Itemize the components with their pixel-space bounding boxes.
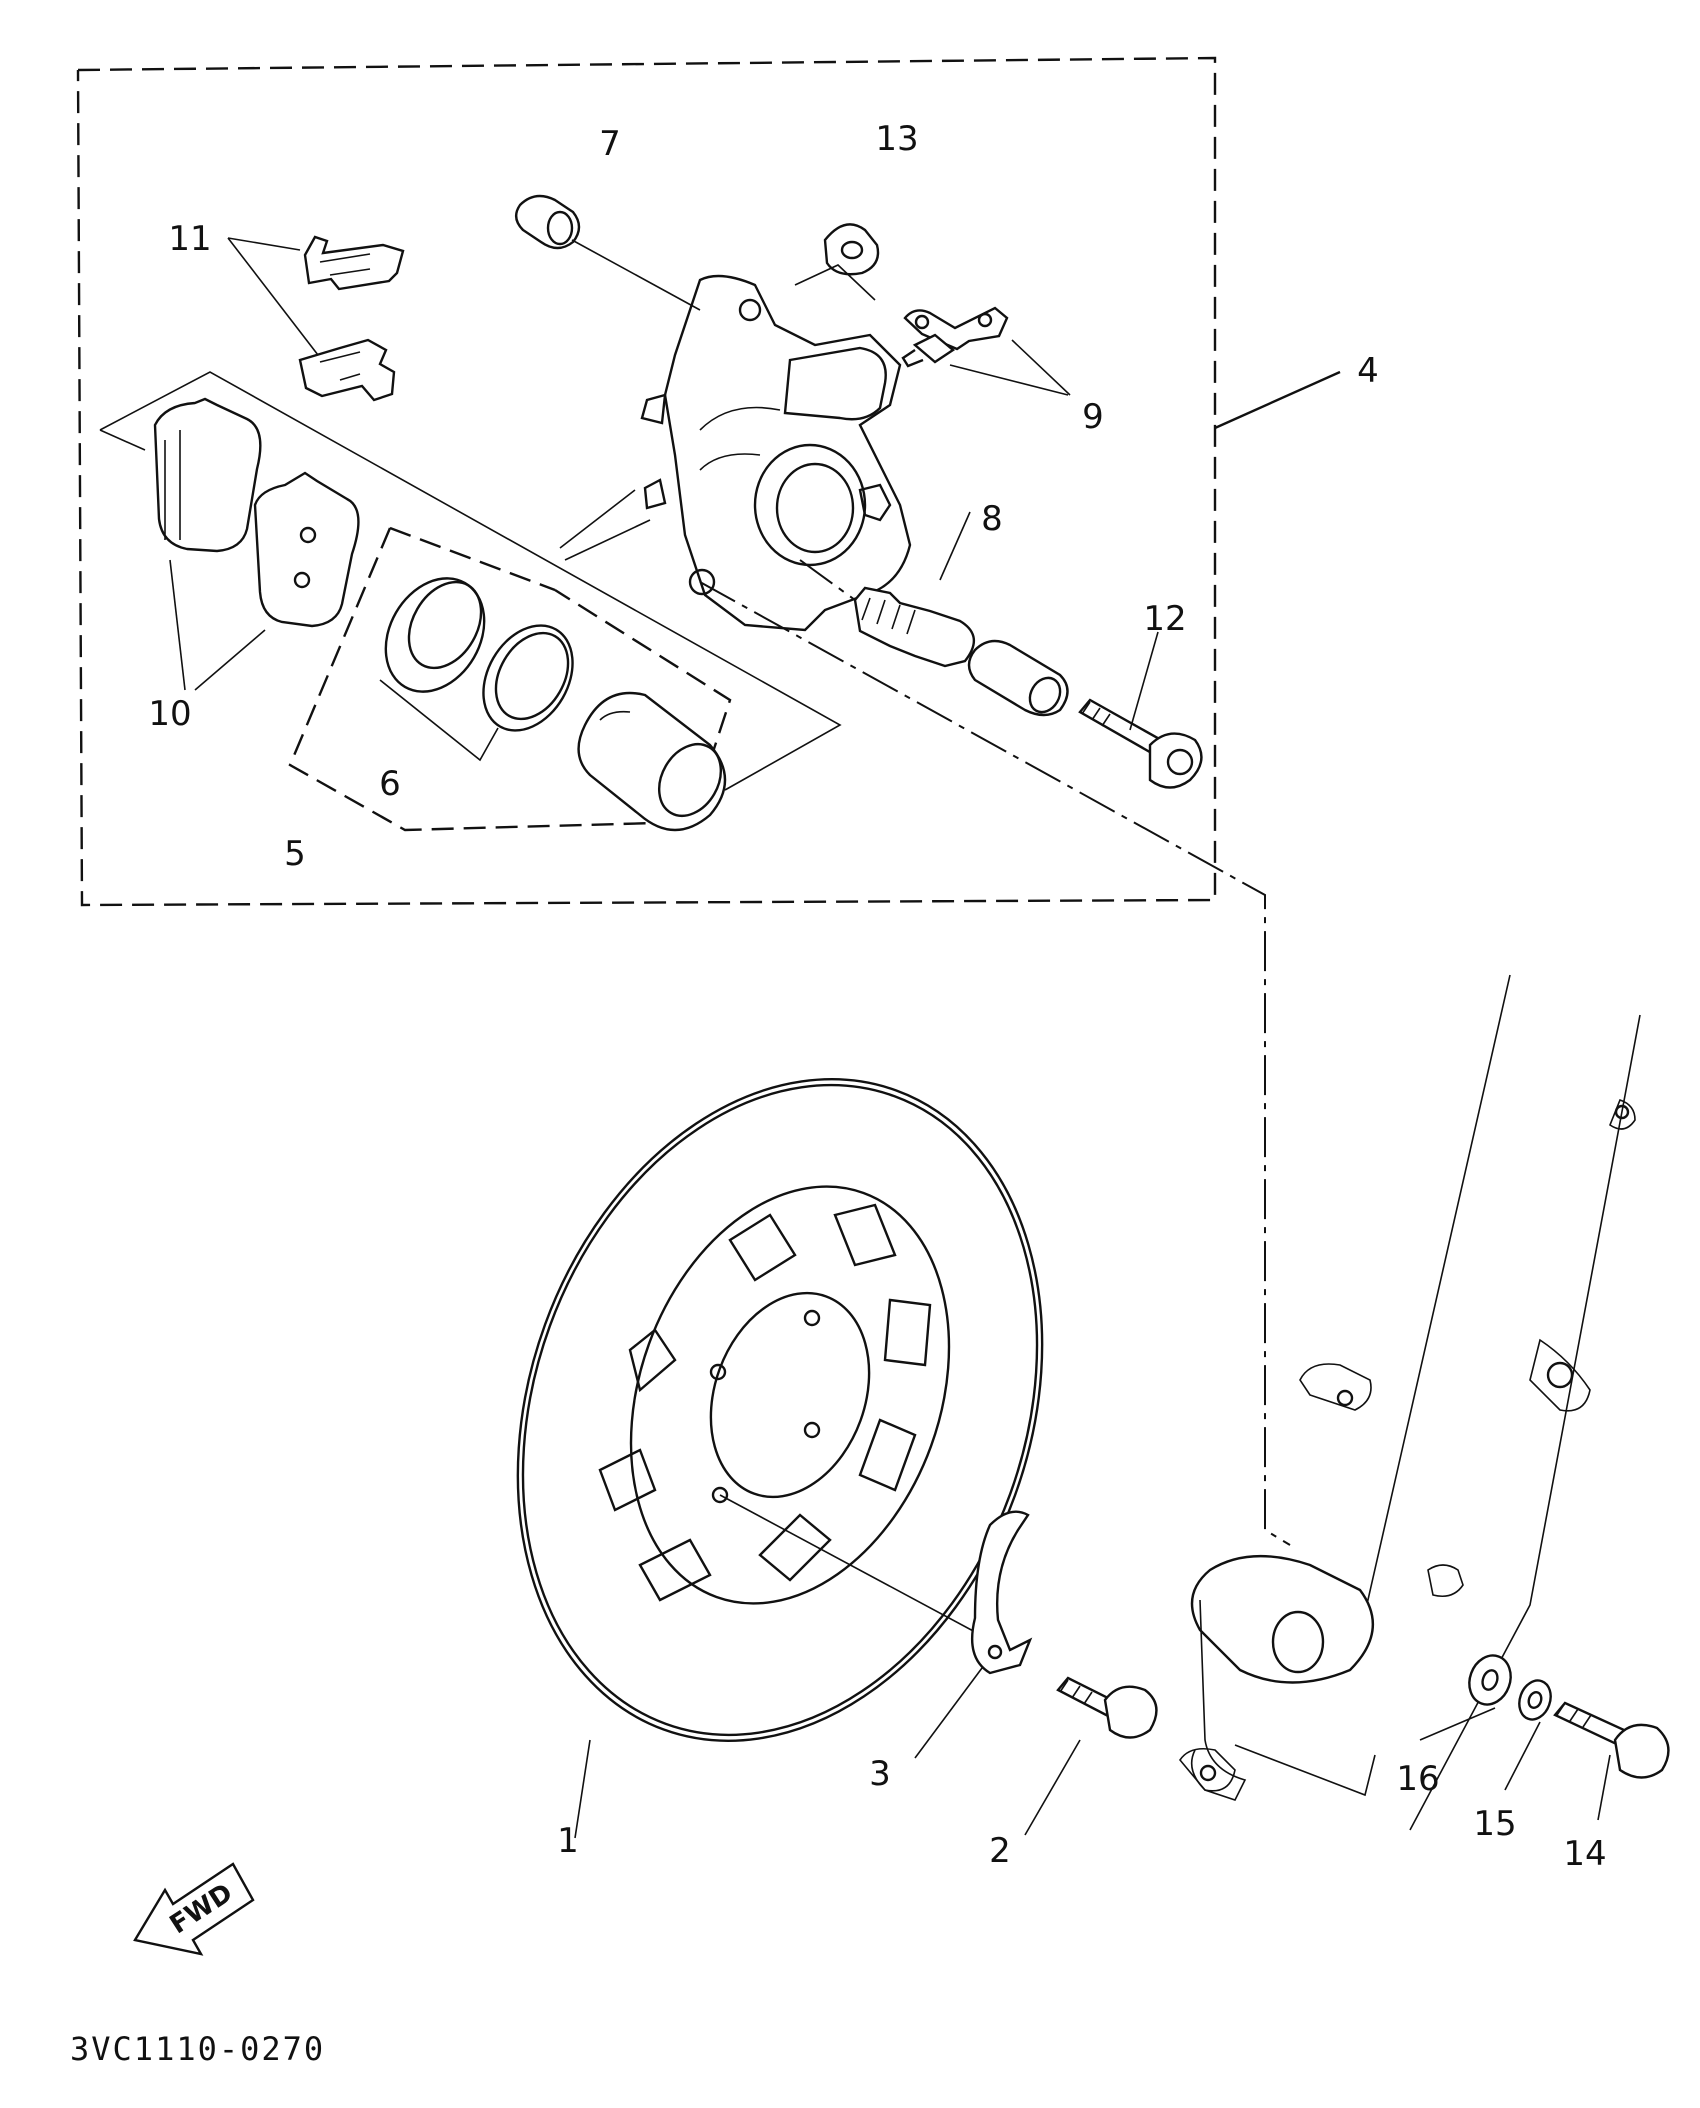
front-fork-leg	[1179, 974, 1641, 1831]
caliper-bolt	[1078, 698, 1203, 789]
part-number-15: 15	[1473, 1804, 1516, 1844]
caliper-piston	[577, 691, 727, 832]
bleed-screw	[901, 333, 956, 368]
forward-direction-arrow: FWD	[133, 1862, 255, 1956]
part-number-1: 1	[557, 1821, 579, 1861]
pad-set-boundary	[99, 371, 842, 791]
part-number-10: 10	[148, 694, 191, 734]
bleed-clip	[903, 306, 1009, 351]
slide-pin-sleeve	[967, 639, 1069, 717]
pad-spring-upper	[303, 235, 405, 291]
part-number-13: 13	[875, 119, 918, 159]
part-number-7: 7	[599, 124, 621, 164]
axle-holder-bolt	[1553, 1701, 1670, 1779]
piston-seal-large	[384, 577, 486, 693]
disc-lock-plate	[971, 1510, 1033, 1675]
part-number-9: 9	[1082, 397, 1104, 437]
pad-spring-lower	[298, 338, 396, 402]
part-number-2: 2	[989, 1831, 1011, 1871]
caliper-body	[640, 274, 912, 632]
diagram-code: 3VC1110-0270	[70, 2030, 325, 2068]
part-number-6: 6	[379, 764, 401, 804]
part-number-16: 16	[1396, 1759, 1439, 1799]
brake-pad-inner	[253, 471, 360, 628]
part-number-14: 14	[1563, 1834, 1606, 1874]
piston-kit-boundary	[288, 526, 732, 832]
disc-bolt	[1056, 1676, 1158, 1739]
part-number-5: 5	[284, 834, 306, 874]
slide-pin-boot	[853, 586, 975, 668]
bleed-screw-cap	[823, 223, 880, 276]
part-number-11: 11	[168, 219, 211, 259]
part-number-4: 4	[1357, 351, 1379, 391]
axle-washer	[1468, 1654, 1512, 1706]
caliper-assembly-boundary	[76, 56, 1341, 907]
part-number-8: 8	[981, 499, 1003, 539]
part-number-3: 3	[869, 1754, 891, 1794]
part-number-12: 12	[1143, 599, 1186, 639]
spring-washer	[1518, 1679, 1552, 1721]
caliper-boot	[515, 194, 581, 250]
brake-disc	[516, 1078, 1044, 1742]
brake-pad-outer	[153, 397, 262, 553]
piston-seal-small	[482, 624, 574, 732]
